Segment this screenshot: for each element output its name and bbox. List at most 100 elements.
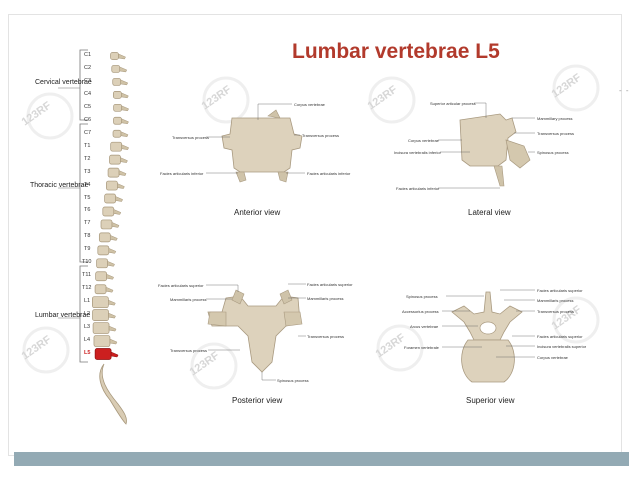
posterior-view-illustration bbox=[206, 283, 306, 381]
caption-superior-view: Superior view bbox=[466, 396, 515, 405]
vertebra-label-c4: C4 bbox=[84, 90, 92, 97]
vertebra-process-c4 bbox=[121, 92, 129, 99]
region-label-lumbar: Lumbar vertebrae bbox=[35, 312, 91, 319]
label-superior-facies: Facies articularis superior bbox=[537, 288, 583, 293]
cervical-bracket bbox=[79, 49, 88, 121]
watermark-logo-icon bbox=[548, 292, 604, 348]
vertebra-process-t1 bbox=[121, 144, 130, 150]
label-lateral-corpus: Corpus vertebrae bbox=[408, 138, 439, 143]
superior-view-illustration bbox=[442, 289, 535, 383]
lumbar-bracket bbox=[79, 265, 88, 363]
vertebra-label-t10: T10 bbox=[82, 259, 92, 266]
watermark-logo-icon bbox=[548, 60, 604, 116]
vertebra-label-t7: T7 bbox=[84, 220, 91, 227]
watermark-logo-icon bbox=[364, 72, 420, 128]
vertebra-label-t6: T6 bbox=[84, 207, 91, 214]
vertebra-label-t2: T2 bbox=[84, 155, 91, 162]
vertebra-label-c7: C7 bbox=[84, 129, 92, 136]
vertebra-label-l2: L2 bbox=[84, 311, 91, 318]
watermark-logo-icon bbox=[18, 322, 74, 378]
vertebra-process-t3 bbox=[118, 170, 127, 176]
caption-anterior-view: Anterior view bbox=[234, 208, 281, 217]
label-posterior-mammillary-left: Mammillaris process bbox=[170, 297, 207, 302]
vertebra-process-t12 bbox=[105, 286, 114, 293]
label-superior-transverse: Transversus process bbox=[537, 309, 574, 314]
vertebra-process-c6 bbox=[121, 118, 129, 125]
vertebra-label-t3: T3 bbox=[84, 168, 91, 175]
label-anterior-corpus: Corpus vertebrae bbox=[294, 102, 325, 107]
vertebra-process-t5 bbox=[115, 196, 123, 202]
region-label-cervical: Cervical vertebrae bbox=[35, 79, 92, 86]
label-anterior-facies-right: Facies articularis inferior bbox=[307, 171, 351, 176]
vertebra-label-t9: T9 bbox=[84, 246, 91, 253]
region-label-thoracic: Thoracic vertebrae bbox=[30, 182, 89, 189]
vertebra-label-c1: C1 bbox=[84, 52, 92, 58]
vertebra-label-t4: T4 bbox=[84, 181, 91, 188]
label-anterior-transverse-left: Transversus process bbox=[172, 135, 209, 140]
watermark-logo-icon bbox=[186, 338, 242, 394]
label-posterior-transverse-left: Transversus process bbox=[170, 348, 207, 353]
thoracic-bracket bbox=[79, 123, 88, 263]
vertebra-label-l5: L5 bbox=[84, 350, 91, 356]
vertebra-process-l2 bbox=[108, 312, 116, 319]
vertebra-label-l4: L4 bbox=[84, 337, 91, 344]
label-superior-accessorius: Accessorius process bbox=[402, 309, 439, 314]
vertebra-process-t9 bbox=[108, 247, 117, 254]
vertebra-process-c5 bbox=[121, 105, 129, 112]
vertebra-process-t4 bbox=[117, 183, 125, 189]
label-lateral-superior-articular: Superior articular process bbox=[430, 101, 476, 106]
vertebra-label-t11: T11 bbox=[82, 272, 92, 279]
watermark-logo-icon bbox=[372, 320, 428, 376]
label-lateral-transverse: Transversus process bbox=[537, 131, 574, 136]
vertebra-process-t11 bbox=[106, 273, 114, 280]
bottom-bar bbox=[14, 452, 629, 466]
label-posterior-mammillary-right: Mammillaris process bbox=[307, 296, 344, 301]
label-lateral-facies: Facies articularis inferior bbox=[396, 186, 440, 191]
vertebra-process-c2 bbox=[119, 66, 128, 73]
anterior-view-illustration bbox=[206, 103, 305, 183]
vertebra-process-c1 bbox=[118, 53, 126, 60]
vertebra-process-t7 bbox=[111, 222, 120, 228]
slide-title: Lumbar vertebrae L5 bbox=[292, 40, 500, 63]
vertebra-process-t2 bbox=[120, 157, 128, 163]
caption-posterior-view: Posterior view bbox=[232, 396, 283, 405]
vertebra-label-c2: C2 bbox=[84, 64, 92, 71]
label-superior-spinous: Spinosus process bbox=[406, 294, 438, 299]
vertebral-column bbox=[92, 52, 130, 360]
vertebra-label-t1: T1 bbox=[84, 142, 91, 149]
label-superior-arcus: Arcus vertebrae bbox=[410, 324, 439, 329]
vertebra-process-l5 bbox=[110, 351, 119, 358]
lateral-view-illustration bbox=[438, 102, 535, 189]
label-anterior-transverse-right: Transversus process bbox=[302, 133, 339, 138]
label-superior-incisura: Incisura vertebralis superior bbox=[537, 344, 587, 349]
vertebra-process-l1 bbox=[108, 299, 116, 306]
vertebra-label-t8: T8 bbox=[84, 233, 91, 240]
vertebra-label-t5: T5 bbox=[84, 194, 91, 201]
label-superior-foramen: Foramen vertebrale bbox=[404, 345, 439, 350]
label-anterior-facies-left: Facies articularis inferior bbox=[160, 171, 204, 176]
vertebra-process-t10 bbox=[107, 260, 115, 267]
vertebra-process-t8 bbox=[110, 235, 118, 241]
label-lateral-spinous: Spinosus process bbox=[537, 150, 569, 155]
vertebra-process-c7 bbox=[120, 131, 129, 138]
vertebra-process-l4 bbox=[109, 338, 118, 345]
label-lateral-mammillary: Mammillary process bbox=[537, 116, 573, 121]
caption-lateral-view: Lateral view bbox=[468, 208, 511, 217]
vertebra-process-c3 bbox=[120, 79, 129, 86]
label-lateral-incisura: Incisura vertebralis inferior bbox=[394, 150, 441, 155]
vertebra-label-c6: C6 bbox=[84, 116, 92, 123]
label-superior-facies-2: Facies articularis superior bbox=[537, 334, 583, 339]
watermark-logo-icon bbox=[198, 72, 254, 128]
label-superior-corpus: Corpus vertebrae bbox=[537, 355, 568, 360]
vertebra-label-l3: L3 bbox=[84, 324, 91, 331]
label-posterior-facies-left: Facies articularis superior bbox=[158, 283, 204, 288]
label-posterior-facies-right: Facies articularis superior bbox=[307, 282, 353, 287]
vertebra-process-t6 bbox=[113, 209, 122, 215]
label-posterior-transverse-right: Transversus process bbox=[307, 334, 344, 339]
vertebra-process-l3 bbox=[108, 325, 117, 332]
sacrum-shape bbox=[99, 363, 127, 425]
watermark-logo-icon bbox=[22, 88, 78, 144]
